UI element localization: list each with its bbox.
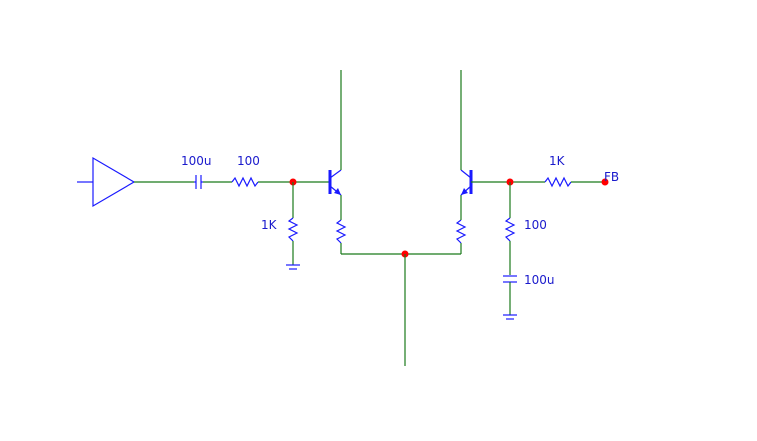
base-pulldown-resistor[interactable] <box>287 217 299 242</box>
shunt-capacitor-label: 100u <box>524 273 555 287</box>
right-transistor[interactable] <box>460 169 473 196</box>
right-emitter-resistor[interactable] <box>455 219 467 244</box>
shunt-resistor[interactable] <box>504 217 516 242</box>
left-transistor[interactable] <box>328 169 342 196</box>
left-ground-icon <box>286 264 300 270</box>
feedback-terminal-node[interactable] <box>601 178 609 186</box>
left-emitter-resistor[interactable] <box>335 219 347 244</box>
input-capacitor-label: 100u <box>181 154 212 168</box>
input-resistor[interactable] <box>231 176 259 188</box>
base-pulldown-resistor-label: 1K <box>261 218 278 232</box>
input-resistor-label: 100 <box>237 154 260 168</box>
shunt-capacitor[interactable] <box>503 275 517 283</box>
feedback-terminal-label: FB <box>604 170 619 184</box>
feedback-resistor-label: 1K <box>549 154 566 168</box>
input-capacitor[interactable] <box>194 175 203 189</box>
shunt-resistor-label: 100 <box>524 218 547 232</box>
input-buffer[interactable] <box>77 156 136 208</box>
feedback-resistor[interactable] <box>544 176 572 188</box>
right-ground-icon <box>503 314 517 320</box>
